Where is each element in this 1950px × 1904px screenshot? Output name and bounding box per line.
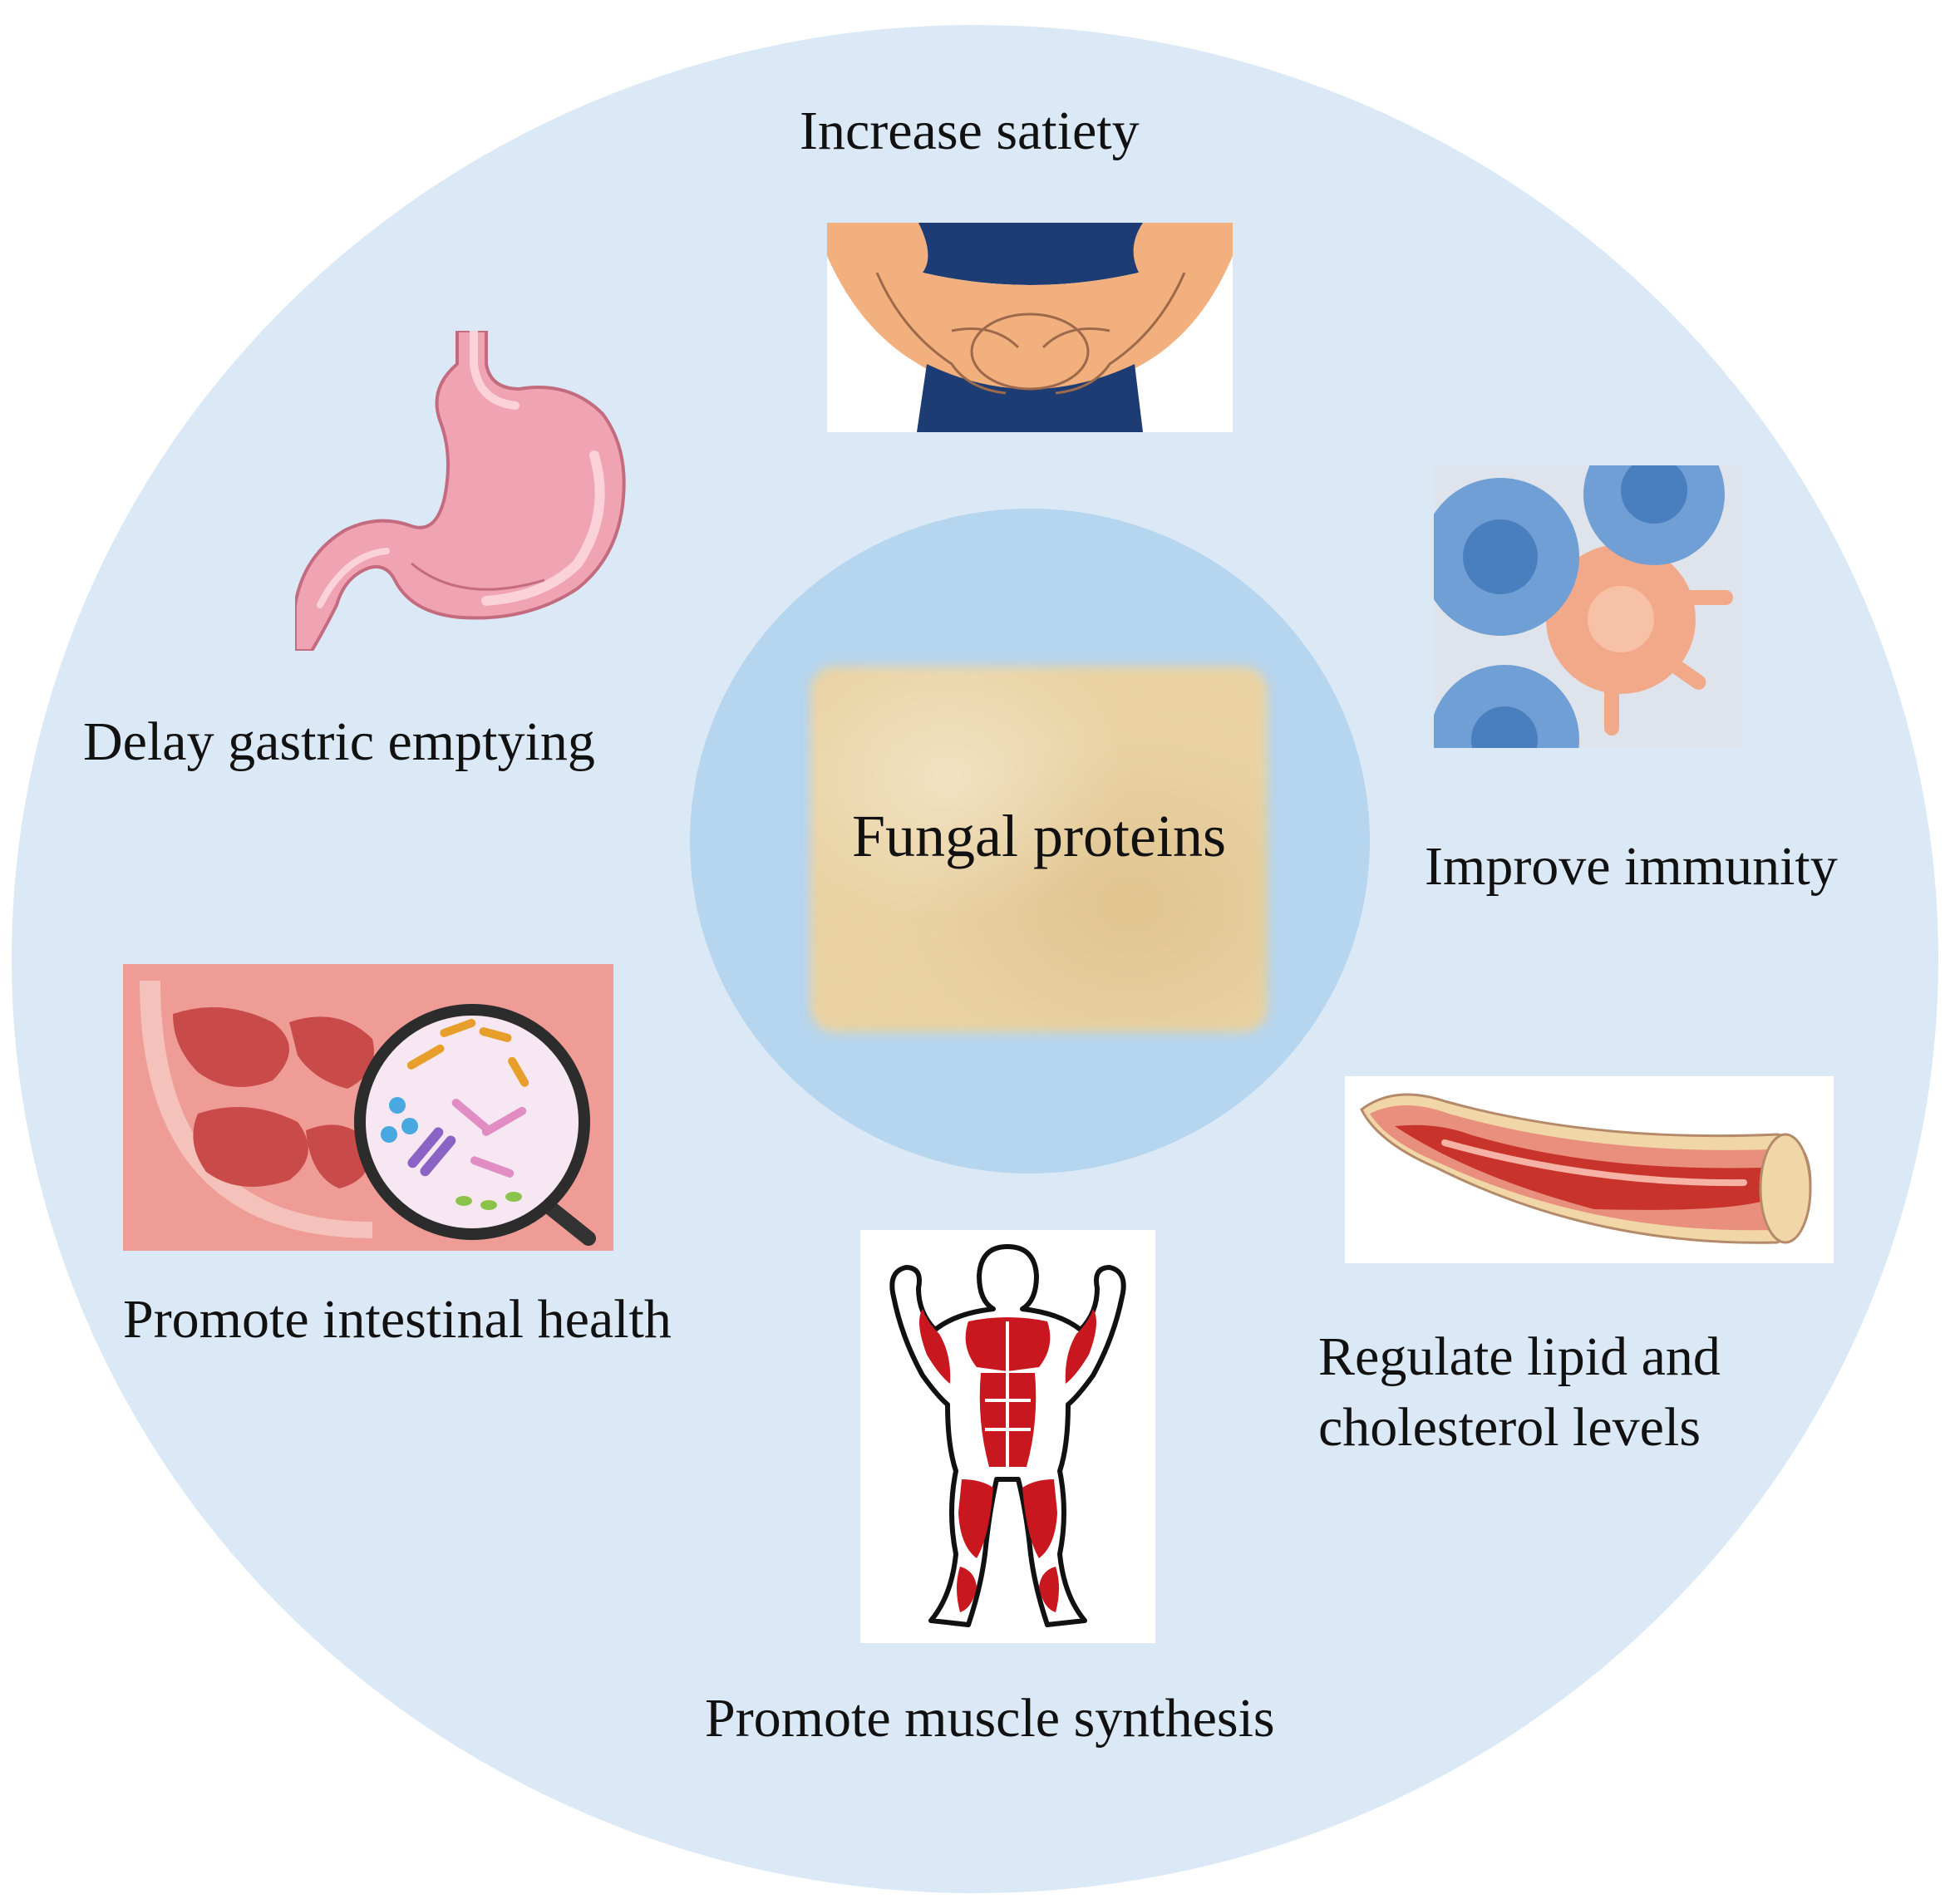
muscle-body-icon xyxy=(860,1230,1155,1643)
label-improve-immunity: Improve immunity xyxy=(1425,836,1838,897)
stomach-icon xyxy=(295,331,628,651)
fungal-protein-powder-image xyxy=(810,667,1268,1032)
belly-icon xyxy=(827,223,1233,432)
label-cholesterol-levels: cholesterol levels xyxy=(1318,1397,1701,1458)
label-increase-satiety: Increase satiety xyxy=(800,101,1140,161)
center-label: Fungal proteins xyxy=(852,803,1226,869)
intestine-microbiota-icon xyxy=(123,964,613,1251)
blood-vessel-icon xyxy=(1345,1076,1834,1263)
label-delay-gastric-emptying: Delay gastric emptying xyxy=(83,711,595,772)
label-promote-intestinal-health: Promote intestinal health xyxy=(123,1289,672,1350)
immune-cells-icon xyxy=(1434,465,1741,748)
label-regulate-lipid: Regulate lipid and xyxy=(1318,1326,1721,1387)
label-promote-muscle-synthesis: Promote muscle synthesis xyxy=(705,1688,1275,1749)
